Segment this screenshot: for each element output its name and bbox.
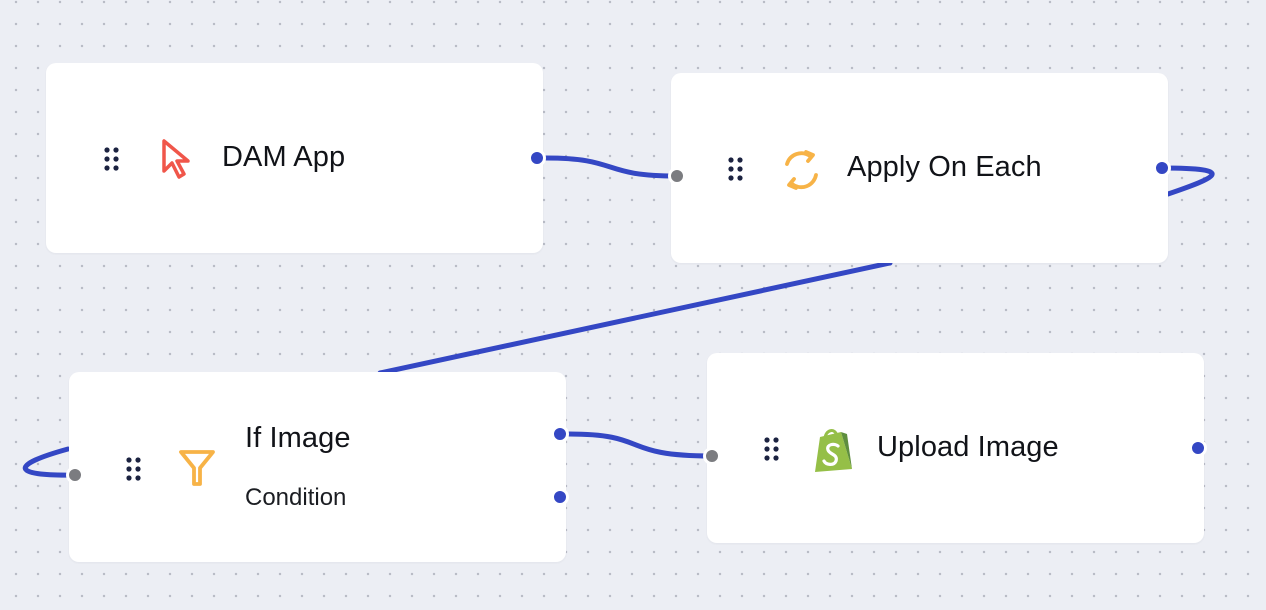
- loop-arrows-icon: [778, 147, 824, 193]
- node-title: If Image: [245, 422, 351, 454]
- edge-dam-app-to-apply-on-each[interactable]: [543, 155, 679, 179]
- input-port[interactable]: [668, 167, 686, 185]
- edge-if-image-to-upload-image[interactable]: [566, 431, 714, 459]
- filter-funnel-icon: [177, 448, 217, 488]
- input-port[interactable]: [66, 466, 84, 484]
- drag-handle-icon[interactable]: [126, 457, 142, 481]
- node-title: Apply On Each: [847, 151, 1042, 183]
- output-port[interactable]: [1189, 439, 1207, 457]
- output-port-true[interactable]: [551, 425, 569, 443]
- drag-handle-icon[interactable]: [104, 147, 120, 171]
- node-subtitle: Condition: [245, 484, 347, 511]
- input-port[interactable]: [703, 447, 721, 465]
- node-upload-image[interactable]: Upload Image: [703, 353, 1207, 543]
- node-title: Upload Image: [877, 431, 1059, 463]
- drag-handle-icon[interactable]: [728, 157, 744, 181]
- output-port[interactable]: [528, 149, 546, 167]
- node-title: DAM App: [222, 141, 346, 173]
- output-port[interactable]: [1153, 159, 1171, 177]
- node-dam-app[interactable]: DAM App: [46, 63, 546, 253]
- cursor-arrow-icon: [160, 138, 194, 180]
- output-port-false[interactable]: [551, 488, 569, 506]
- edge-apply-on-each-to-if-image[interactable]: [22, 165, 1215, 478]
- drag-handle-icon[interactable]: [764, 437, 780, 461]
- node-if-image[interactable]: If Image Condition: [66, 372, 569, 562]
- node-apply-on-each[interactable]: Apply On Each: [668, 73, 1171, 263]
- shopify-bag-icon: [811, 425, 857, 475]
